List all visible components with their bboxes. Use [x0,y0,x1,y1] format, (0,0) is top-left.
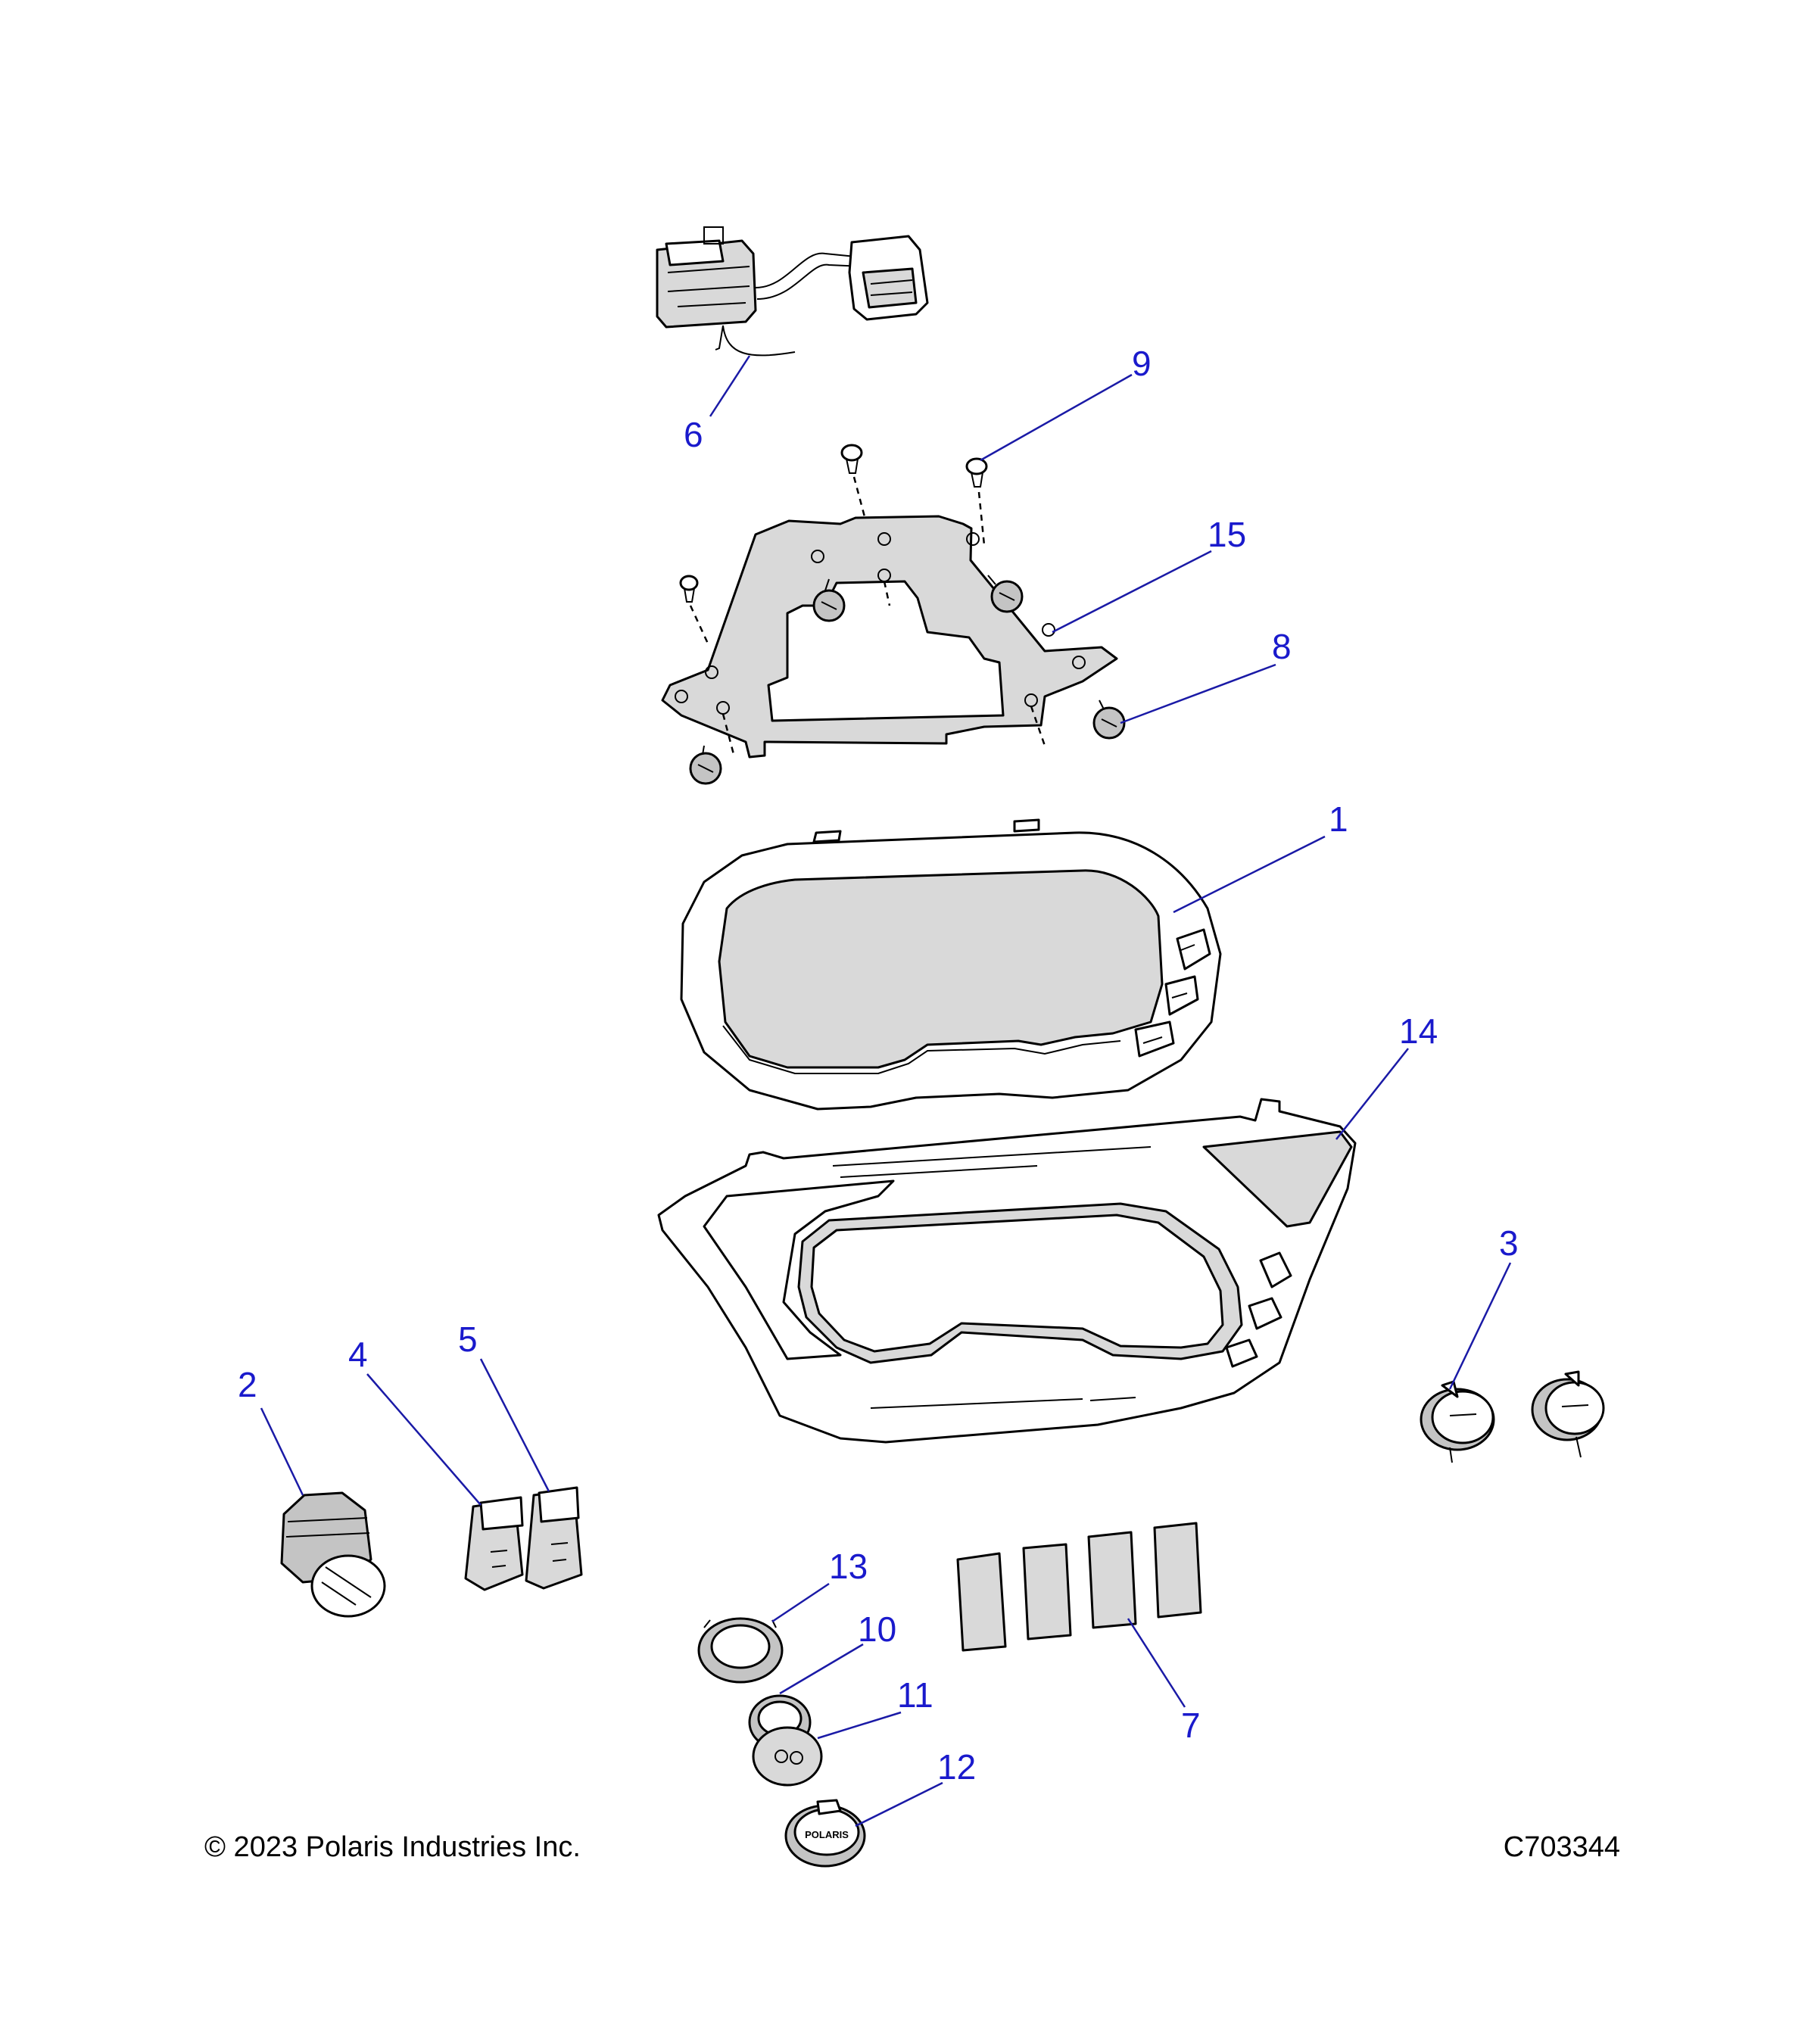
callout-8: 8 [1272,627,1292,666]
part-5-switch [525,1486,583,1590]
leader-line-7 [1127,1618,1186,1708]
brand-badge-text: POLARIS [805,1829,849,1840]
screw-icon [1092,700,1126,740]
callout-9: 9 [1132,344,1152,383]
callout-10: 10 [858,1609,896,1649]
leader-line-10 [779,1643,864,1695]
part-6-wiring-harness [656,226,929,357]
copyright-text: © 2023 Polaris Industries Inc. [204,1831,581,1863]
part-4-switch [464,1496,524,1591]
part-14-bezel [657,1098,1357,1444]
part-15-mounting-bracket [661,515,1118,759]
leader-line-12 [855,1781,943,1827]
leader-line-1 [1173,835,1326,914]
screw-icon [965,457,988,488]
callout-6: 6 [684,415,703,454]
part-3-power-outlets [1420,1370,1605,1463]
leader-line-6 [709,355,751,417]
part-12-outlet-cap: POLARIS [784,1799,866,1868]
callout-labels: 1 2 3 4 5 6 7 8 9 10 11 12 13 14 15 [238,344,1519,1787]
callout-12: 12 [937,1747,976,1787]
part-8-screws-bracket [689,575,1126,785]
leader-line-4 [366,1373,482,1506]
screw-icon [987,575,1024,613]
outlet-cap-icon [1531,1370,1605,1458]
callout-13: 13 [829,1547,868,1586]
leader-line-11 [817,1711,902,1740]
callout-1: 1 [1329,799,1348,839]
leader-line-15 [1052,550,1212,634]
leader-line-14 [1335,1048,1409,1140]
outlet-cap-icon [1420,1380,1495,1463]
screw-icon [840,444,863,474]
callout-4: 4 [348,1335,368,1374]
part-7-switch-plugs [956,1522,1202,1652]
callout-2: 2 [238,1365,257,1404]
part-13-retaining-nut [697,1617,784,1684]
leader-lines [260,355,1512,1827]
leader-line-13 [771,1582,830,1623]
screw-icon [679,575,699,603]
diagram-code: C703344 [1504,1831,1620,1863]
leader-line-5 [479,1358,550,1492]
leader-line-2 [260,1407,304,1496]
part-11-usb-outlet [752,1726,823,1787]
callout-3: 3 [1499,1223,1519,1263]
callout-15: 15 [1208,515,1246,554]
callout-7: 7 [1181,1706,1201,1745]
callout-14: 14 [1399,1011,1438,1051]
part-2-ignition-switch [280,1491,386,1618]
leader-line-8 [1120,663,1276,724]
callout-5: 5 [458,1320,478,1359]
leader-line-3 [1448,1262,1512,1390]
screw-icon [689,745,722,785]
part-1-instrument-cluster [680,818,1222,1111]
leader-line-9 [980,373,1133,462]
callout-11: 11 [897,1675,933,1715]
screw-icon [812,578,846,622]
